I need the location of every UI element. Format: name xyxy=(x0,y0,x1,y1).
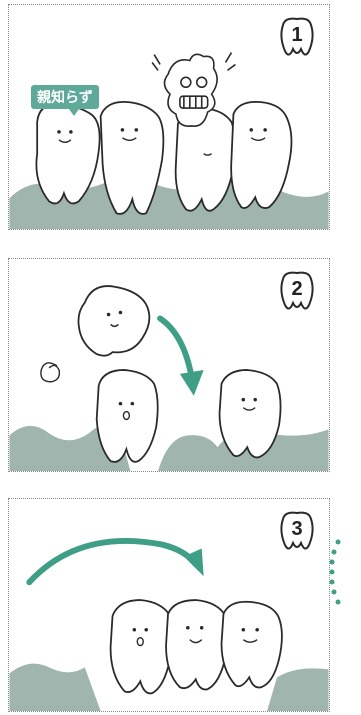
panel-3: 3 xyxy=(8,498,330,712)
panel-2: 2 xyxy=(8,258,330,472)
curved-arrow-icon xyxy=(29,541,195,582)
tooth-a xyxy=(97,370,158,462)
curved-arrow-icon xyxy=(160,318,192,377)
tooth-c xyxy=(222,602,282,688)
tooth-number-badge-icon: 3 xyxy=(277,509,317,555)
panel-1: 親知らず 1 xyxy=(8,4,330,230)
panel-number: 3 xyxy=(277,518,317,541)
panel-number: 2 xyxy=(277,278,317,301)
tooth-a xyxy=(111,600,173,693)
tooth-b xyxy=(166,600,228,689)
spiral-icon xyxy=(41,363,59,382)
wisdom-tooth-label: 親知らず xyxy=(31,85,99,109)
tooth-number-badge-icon: 1 xyxy=(277,15,317,61)
extracted-tooth xyxy=(78,286,149,356)
dotted-decoration xyxy=(322,520,352,630)
tooth-b xyxy=(220,370,281,457)
panel-number: 1 xyxy=(277,24,317,47)
tooth-number-badge-icon: 2 xyxy=(277,269,317,315)
